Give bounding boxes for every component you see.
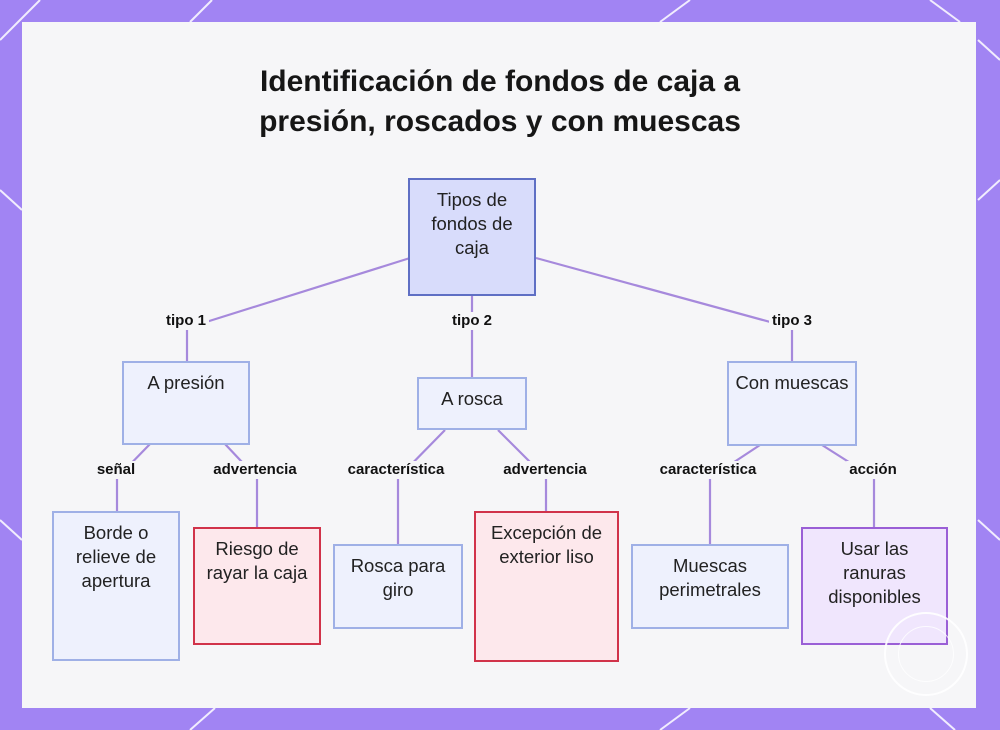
node-borde-relieve-label: Borde o relieve de apertura [75, 522, 157, 591]
node-muescas-perimetrales: Muescas perimetrales [631, 544, 789, 629]
title-line-2: presión, roscados y con muescas [259, 105, 741, 138]
edge-label-tipo-3: tipo 3 [769, 312, 815, 330]
node-a-presion: A presión [122, 361, 250, 445]
edge-label-accion: acción [846, 461, 900, 479]
edge-label-caracteristica-2: característica [656, 461, 760, 479]
node-riesgo-rayar: Riesgo de rayar la caja [193, 527, 321, 645]
edge-label-advertencia-2: advertencia [500, 461, 590, 479]
edge-label-caracteristica-1: característica [344, 461, 448, 479]
edge-label-tipo-2: tipo 2 [449, 312, 495, 330]
edge-label-advertencia-1: advertencia [210, 461, 300, 479]
node-usar-ranuras-label: Usar las ranuras disponibles [828, 538, 921, 607]
watermark-seal [884, 612, 968, 696]
node-borde-relieve: Borde o relieve de apertura [52, 511, 180, 661]
node-excepcion-liso: Excepción de exterior liso [474, 511, 619, 662]
node-a-rosca-label: A rosca [441, 388, 503, 409]
node-con-muescas-label: Con muescas [735, 372, 849, 393]
diagram-title: Identificación de fondos de caja a presi… [0, 62, 1000, 142]
node-root-label: Tipos de fondos de caja [431, 189, 513, 258]
edge-label-senal: señal [93, 461, 139, 479]
node-excepcion-liso-label: Excepción de exterior liso [490, 522, 603, 567]
edge-label-tipo-1: tipo 1 [163, 312, 209, 330]
node-muescas-perimetrales-label: Muescas perimetrales [659, 555, 761, 600]
node-a-rosca: A rosca [417, 377, 527, 430]
node-root: Tipos de fondos de caja [408, 178, 536, 296]
node-rosca-giro-label: Rosca para giro [350, 555, 446, 600]
node-rosca-giro: Rosca para giro [333, 544, 463, 629]
node-con-muescas: Con muescas [727, 361, 857, 446]
title-line-1: Identificación de fondos de caja a [259, 65, 741, 98]
node-riesgo-rayar-label: Riesgo de rayar la caja [206, 538, 308, 583]
node-a-presion-label: A presión [147, 372, 225, 393]
